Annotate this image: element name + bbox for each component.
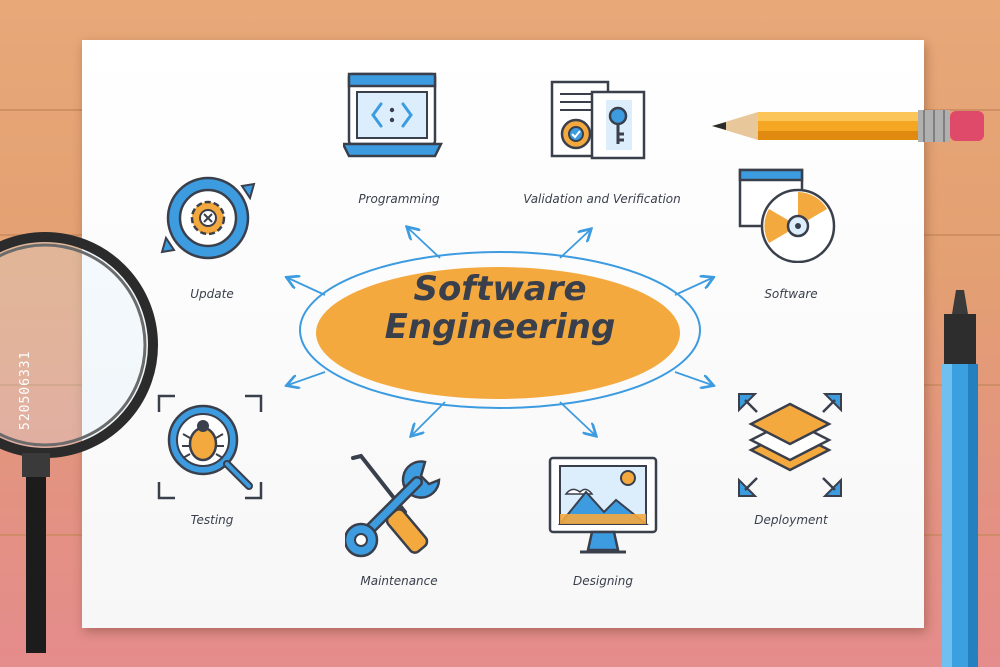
wrench-screwdriver-icon (345, 453, 441, 558)
certificate-key-icon (550, 80, 646, 160)
bug-magnifier-icon (157, 394, 263, 500)
magnifying-glass-prop (0, 232, 158, 653)
watermark-id: 520506331 (18, 350, 33, 430)
center-ellipse-outline (299, 251, 701, 409)
label-deployment: Deployment (754, 513, 828, 527)
center-title-line1: Software (413, 269, 587, 309)
arrow-to-designing (559, 401, 595, 435)
arrow-to-update (288, 278, 326, 296)
label-maintenance: Maintenance (360, 574, 438, 588)
label-update: Update (190, 287, 234, 301)
arrow-to-deployment (674, 371, 712, 385)
arrow-to-testing (288, 371, 326, 385)
monitor-image-icon (548, 456, 658, 554)
label-designing: Designing (573, 574, 633, 588)
pencil-prop (712, 110, 984, 142)
label-validation: Validation and Verification (523, 192, 681, 206)
layers-deployment-icon (738, 393, 842, 497)
arrow-to-programming (408, 228, 441, 259)
arrow-to-validation (559, 230, 590, 259)
arrow-to-software (674, 278, 712, 296)
laptop-code-icon (343, 72, 443, 158)
label-software: Software (764, 287, 818, 301)
update-gear-icon (160, 176, 256, 260)
arrow-to-maintenance (412, 401, 446, 435)
center-title: Software Engineering (300, 270, 700, 346)
center-ellipse (316, 267, 680, 399)
label-programming: Programming (358, 192, 440, 206)
pen-prop (942, 290, 978, 667)
label-testing: Testing (190, 513, 234, 527)
software-disc-icon (738, 168, 836, 263)
center-title-line2: Engineering (384, 307, 616, 347)
